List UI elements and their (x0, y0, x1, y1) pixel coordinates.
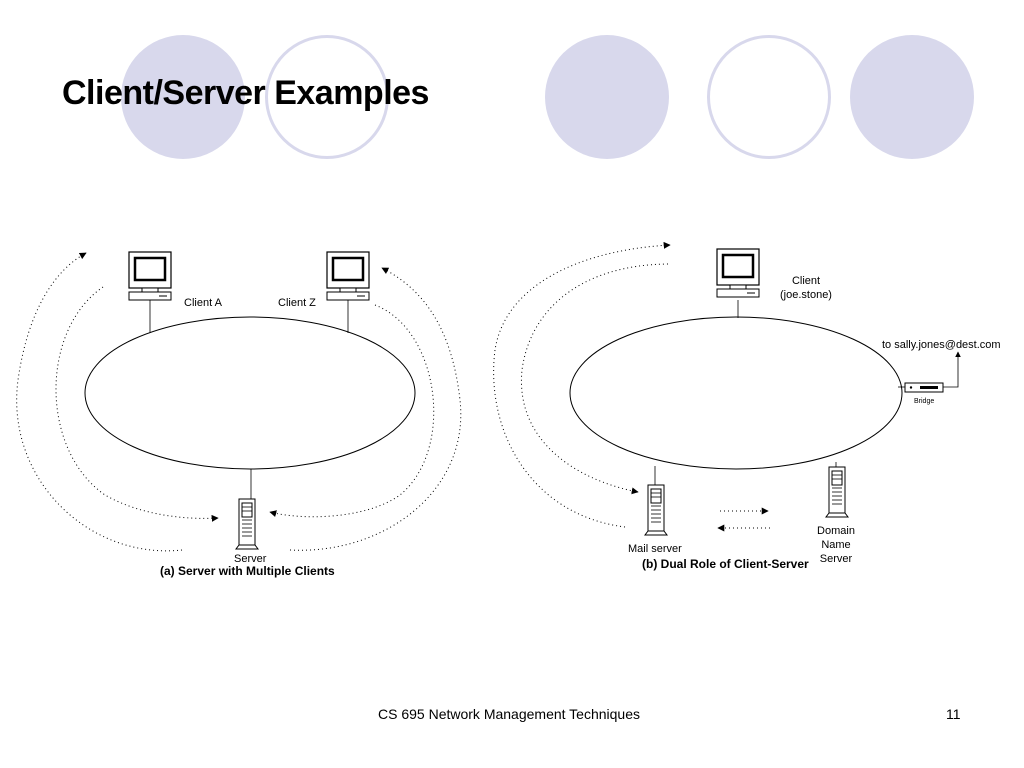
decorative-circle-3 (850, 35, 974, 159)
network-ellipse-b (569, 316, 903, 470)
footer-course-title: CS 695 Network Management Techniques (378, 706, 641, 722)
dns-server-tower-icon (825, 466, 849, 518)
client-a-label: Client A (184, 297, 223, 309)
mail-server-label: Mail server (628, 543, 682, 555)
decorative-circle-2 (545, 35, 669, 159)
arc-client-a-request (16, 252, 183, 552)
arc-mail-server-to-client (493, 241, 671, 528)
client-z-label: Client Z (278, 297, 316, 309)
caption-b: (b) Dual Role of Client-Server (642, 557, 809, 571)
server-tower-icon (235, 498, 259, 550)
client-joe-label-line2: (joe.stone) (780, 289, 832, 301)
diagram-b: Client (joe.stone) to sally.jones@dest.c… (493, 241, 1001, 571)
caption-a: (a) Server with Multiple Clients (160, 564, 335, 578)
client-joe-label-line1: Client (792, 275, 820, 287)
slide-title: Client/Server Examples (62, 74, 429, 112)
slide-page-number: 11 (946, 706, 961, 722)
arc-client-z-response (289, 267, 462, 551)
bridge-outbound-arrow (943, 351, 961, 388)
arc-client-to-mail-server (520, 263, 669, 495)
bridge-icon (904, 382, 944, 393)
decorative-circle-1 (121, 35, 245, 159)
dns-label-line1: Domain (817, 525, 855, 537)
client-joe-computer-icon (715, 247, 761, 299)
dns-label-line3: Server (820, 553, 853, 565)
mail-server-tower-icon (644, 484, 668, 536)
bridge-label: Bridge (914, 398, 934, 405)
decorative-ring-1 (265, 35, 389, 159)
network-ellipse-a (84, 316, 416, 470)
server-label: Server (234, 553, 267, 565)
dns-label-line2: Name (821, 539, 850, 551)
diagram-a: Client A Client Z Server (a) Server with… (16, 250, 462, 578)
client-z-computer-icon (325, 250, 371, 302)
decorative-ring-2 (707, 35, 831, 159)
email-destination-label: to sally.jones@dest.com (882, 339, 1001, 351)
client-a-computer-icon (127, 250, 173, 302)
